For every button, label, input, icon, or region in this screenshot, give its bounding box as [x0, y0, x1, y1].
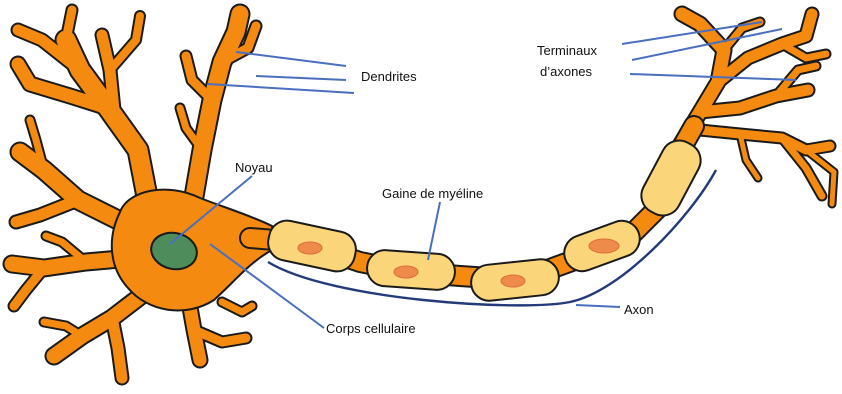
leader-line-dendrites — [256, 76, 346, 80]
myelin-nucleus — [298, 242, 322, 254]
label-nucleus: Noyau — [235, 160, 273, 175]
axon-terminal-branches — [676, 14, 834, 204]
label-axon-terminals-line2: d’axones — [540, 64, 592, 79]
label-axon-terminals-line1: Terminaux — [537, 43, 597, 58]
myelin-nucleus — [589, 239, 619, 253]
myelin-segment — [635, 134, 707, 222]
leader-line-myelin — [428, 202, 440, 260]
leader-line-dendrites — [236, 52, 346, 66]
label-cell-body: Corps cellulaire — [326, 321, 416, 336]
label-myelin-sheath: Gaine de myéline — [382, 186, 483, 201]
dendrite-branches — [12, 10, 256, 378]
leader-line-dendrites — [208, 84, 354, 93]
myelin-nucleus — [501, 275, 525, 287]
label-dendrites: Dendrites — [361, 69, 417, 84]
myelin-nucleus — [394, 266, 418, 278]
leader-line-axon — [576, 305, 620, 307]
label-axon: Axon — [624, 302, 654, 317]
